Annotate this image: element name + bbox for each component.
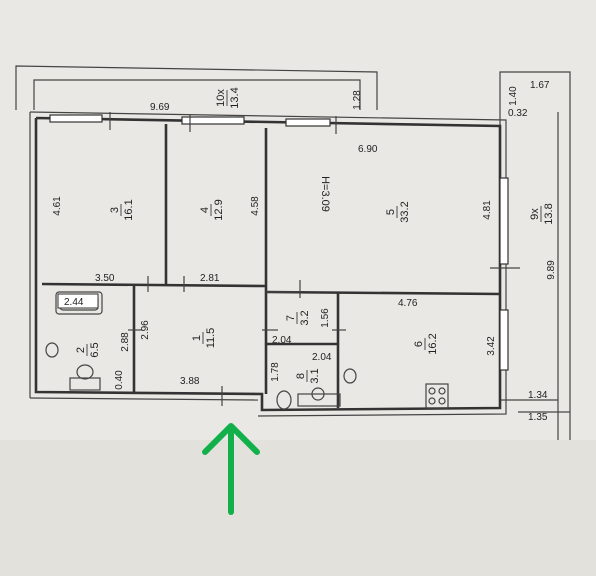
room-2-area: 6.5	[89, 342, 101, 357]
room-10-area: 13.4	[229, 87, 241, 108]
balcony-10	[15, 65, 378, 110]
room-4-label: 4 12.9	[199, 199, 225, 220]
room-7-label: 7 3.2	[285, 310, 311, 325]
room-5-area: 33.2	[399, 201, 411, 222]
room-1-label: 1 11.5	[191, 328, 217, 349]
room-4-area: 12.9	[213, 199, 225, 220]
room-7-number: 7	[285, 315, 297, 321]
room-5-number: 5	[385, 209, 397, 215]
dim-2-44-box: 2.44	[57, 293, 99, 309]
dim-2-96: 2.96	[140, 320, 151, 340]
entrance-arrow-icon	[202, 423, 260, 515]
dim-9-89: 9.89	[546, 260, 557, 280]
dim-6-90: 6.90	[358, 144, 378, 155]
room-8-number: 8	[295, 373, 307, 379]
interior-walls	[41, 124, 501, 408]
balcony-9	[499, 71, 571, 440]
dim-2-44: 2.44	[64, 297, 84, 308]
sink-icon	[45, 342, 357, 384]
dim-1-34: 1.34	[528, 390, 548, 401]
room-3-area: 16.1	[123, 199, 135, 220]
dim-2-88: 2.88	[120, 332, 131, 352]
dim-2-04-a: 2.04	[272, 335, 292, 346]
room-4-number: 4	[199, 207, 211, 213]
dim-2-81: 2.81	[200, 273, 220, 284]
dim-2-04-b: 2.04	[312, 352, 332, 363]
room-5-height: H=3.09	[319, 176, 331, 212]
dim-1-35: 1.35	[528, 412, 548, 423]
dim-4-81: 4.81	[482, 200, 493, 220]
room-10-number: 10x	[215, 89, 227, 107]
dim-3-88: 3.88	[180, 376, 200, 387]
room-1-area: 11.5	[205, 328, 217, 349]
stove-icon	[425, 383, 449, 409]
dim-3-50: 3.50	[95, 273, 115, 284]
room-6-number: 6	[413, 341, 425, 347]
dim-0-32: 0.32	[508, 108, 528, 119]
dim-4-58: 4.58	[250, 196, 261, 216]
room-6-area: 16.2	[427, 333, 439, 354]
dim-9-69: 9.69	[150, 102, 170, 113]
dim-1-56: 1.56	[320, 308, 331, 328]
room-3-number: 3	[109, 207, 121, 213]
dim-4-76: 4.76	[398, 298, 418, 309]
dim-1-40: 1.40	[508, 86, 519, 106]
dim-4-61: 4.61	[52, 196, 63, 216]
door-marks	[109, 112, 520, 406]
room-2-label: 2 6.5	[75, 342, 101, 357]
room-6-label: 6 16.2	[413, 333, 439, 354]
outer-walls	[29, 111, 507, 417]
room-8-label: 8 3.1	[295, 368, 321, 383]
toilet-icon	[69, 364, 341, 410]
dim-0-40: 0.40	[114, 370, 125, 390]
dim-3-42: 3.42	[486, 336, 497, 356]
room-2-number: 2	[75, 347, 87, 353]
room-1-number: 1	[191, 335, 203, 341]
windows	[49, 114, 509, 371]
room-9-area: 13.8	[543, 203, 555, 224]
dim-1-78: 1.78	[270, 362, 281, 382]
dim-1-67: 1.67	[530, 80, 550, 91]
room-10-label: 10x 13.4	[215, 87, 241, 108]
room-8-area: 3.1	[309, 368, 321, 383]
room-5-label: 5 33.2	[385, 201, 411, 222]
room-3-label: 3 16.1	[109, 199, 135, 220]
dim-1-28: 1.28	[352, 90, 363, 110]
room-9-number: 9x	[529, 208, 541, 220]
room-9-label: 9x 13.8	[529, 203, 555, 224]
room-7-area: 3.2	[299, 310, 311, 325]
